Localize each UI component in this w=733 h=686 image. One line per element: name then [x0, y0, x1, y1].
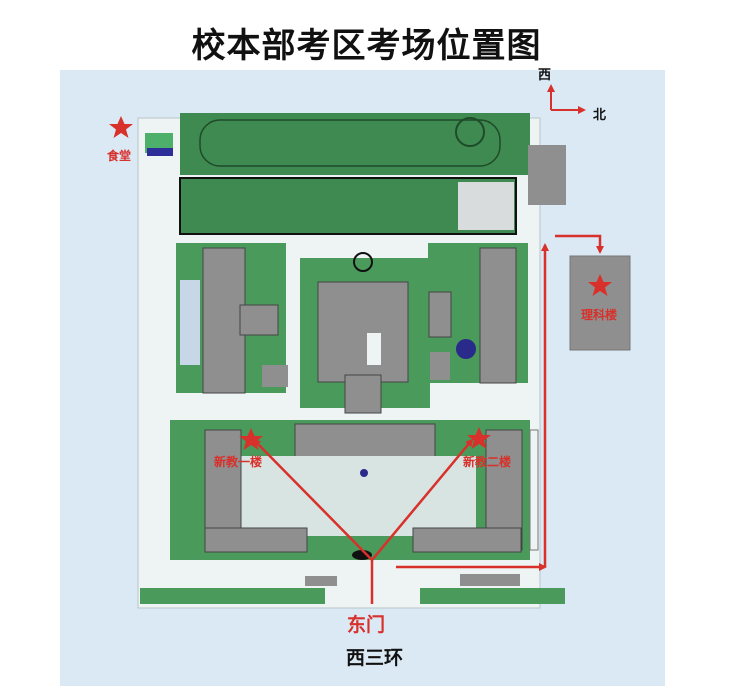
star-icon [239, 428, 263, 450]
star-icon [588, 274, 612, 296]
star-icon [109, 116, 133, 138]
right-building-block [428, 243, 528, 384]
science-building [569, 255, 631, 351]
compass-west-label: 西 [538, 68, 552, 83]
map-title: 校本部考区考场位置图 [191, 26, 542, 66]
left-building-block [176, 243, 288, 394]
teaching-building-2-label[interactable]: 新教二楼 [463, 455, 512, 469]
compass-north-label: 北 [593, 108, 607, 123]
east-gate-label[interactable]: 东门 [347, 614, 386, 636]
central-building [300, 252, 430, 414]
poi-stars [109, 116, 612, 450]
route-arrows [252, 234, 604, 604]
bottom-strips [140, 574, 565, 604]
lower-campus [170, 420, 539, 560]
star-icon [467, 427, 491, 449]
road-label: 西三环 [346, 647, 404, 669]
sports-field [145, 113, 566, 235]
canteen-label[interactable]: 食堂 [107, 149, 132, 163]
compass [547, 84, 586, 114]
science-building-label[interactable]: 理科楼 [581, 308, 618, 322]
teaching-building-1-label[interactable]: 新教一楼 [214, 455, 263, 469]
